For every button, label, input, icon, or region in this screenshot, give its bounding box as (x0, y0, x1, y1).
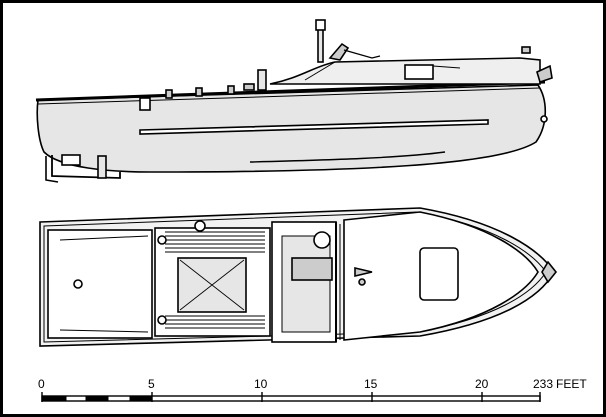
deck-fitting-1 (139, 97, 151, 111)
side-elevation (35, 19, 553, 183)
steering-wheel (313, 231, 331, 249)
engine-fitting (194, 220, 206, 232)
fore-hatch (419, 247, 459, 301)
skeg (51, 155, 121, 179)
deck-hatch-round (73, 279, 83, 289)
scale-label-15: 15 (364, 377, 378, 391)
scale-label-20: 20 (475, 377, 489, 391)
bow-stem-fitting (541, 260, 558, 284)
scale-segment-3 (129, 395, 153, 402)
bow-cleat (536, 64, 553, 84)
gun-mount (328, 42, 350, 61)
scale-label-0: 0 (38, 377, 45, 391)
scale-segment-1 (41, 395, 67, 402)
scale-unit: FEET (556, 377, 587, 391)
cabin-window (404, 64, 434, 80)
plan-view (39, 207, 558, 347)
scale-label-10: 10 (254, 377, 268, 391)
rub-rail (139, 119, 489, 135)
aft-deck (47, 229, 153, 339)
gunwale-line (35, 80, 546, 102)
scale-label-5: 5 (148, 377, 155, 391)
scale-bar (41, 392, 541, 402)
scale-segment-2 (85, 395, 109, 402)
scale-label-end: 233 (533, 377, 554, 391)
scale-ticks (41, 392, 541, 402)
